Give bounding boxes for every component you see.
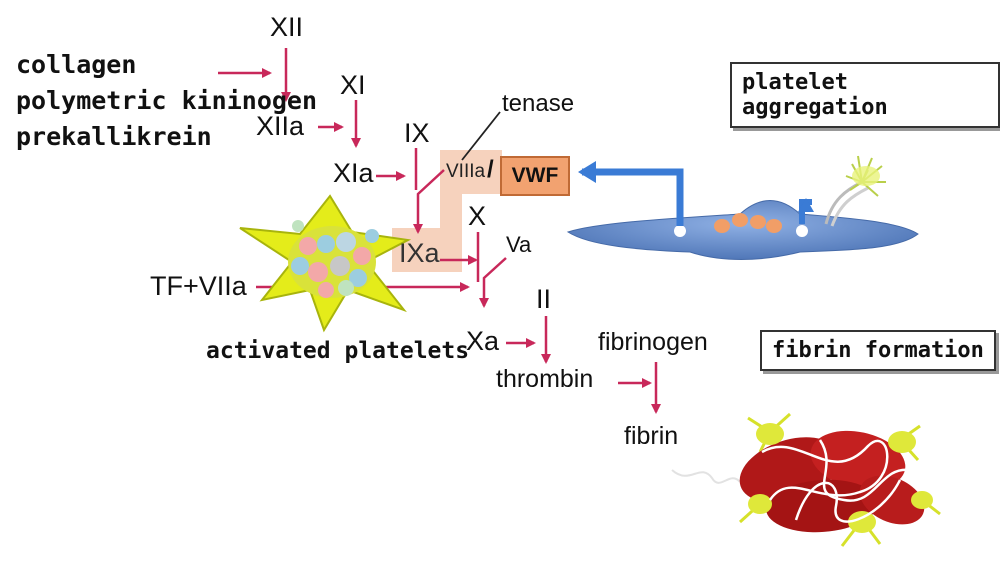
endothelium-illustration [566, 155, 919, 260]
tenase-complex-highlight [392, 150, 502, 272]
factor-xiia: XIIa [256, 111, 305, 141]
factor-xi: XI [340, 70, 366, 100]
fibrin-clot-illustration [671, 412, 941, 547]
factor-ix: IX [404, 118, 430, 148]
platelet-aggregation-box: platelet aggregation [730, 62, 1000, 128]
trigger-collagen: collagen [16, 50, 137, 79]
tenase-label: tenase [502, 90, 575, 117]
factor-xii: XII [270, 12, 304, 42]
factor-ii: II [536, 284, 552, 314]
factor-va: Va [506, 232, 532, 257]
trigger-kininogen: polymetric kininogen [16, 86, 318, 115]
factor-vwf: VWF [511, 164, 559, 187]
thrombin-label: thrombin [496, 365, 594, 393]
activated-platelets-label: activated platelets [206, 338, 470, 364]
fibrin-formation-box: fibrin formation [760, 330, 996, 371]
factor-tf-viia: TF+VIIa [150, 271, 247, 301]
factor-ixa: IXa [399, 238, 440, 268]
arrow-ix-to-ixa [413, 169, 445, 234]
factor-xia: XIa [333, 158, 374, 188]
trigger-prekallikrein: prekallikrein [16, 122, 212, 151]
factor-xa: Xa [466, 326, 500, 356]
factor-viiia: VIIIa [446, 161, 486, 182]
fibrin-label: fibrin [624, 422, 679, 450]
fibrin-formation-label: fibrin formation [772, 338, 984, 363]
vwf-box: VWF [500, 156, 570, 196]
activated-platelet-illustration [239, 194, 412, 333]
tenase-pointer [461, 111, 501, 161]
fibrinogen-label: fibrinogen [598, 328, 708, 356]
factor-x: X [468, 201, 487, 231]
slash-separator: / [487, 156, 494, 183]
arrow-va-to-xa [479, 257, 507, 308]
platelet-aggregation-label: platelet aggregation [742, 70, 888, 120]
